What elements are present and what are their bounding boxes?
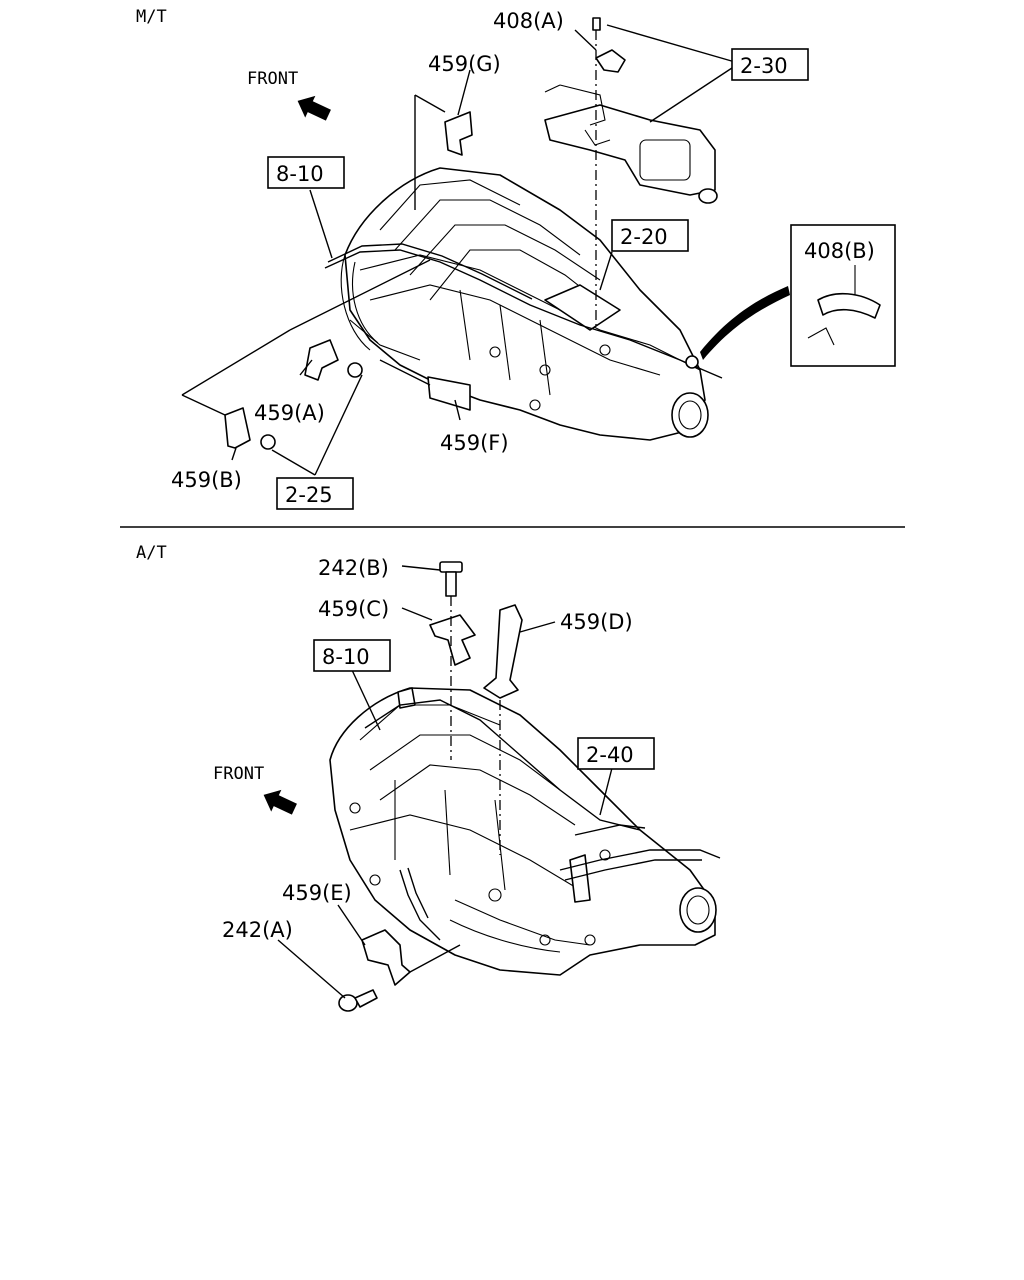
- callout-2-25: 2-25: [285, 483, 333, 507]
- inset-408b: [790, 224, 896, 367]
- callout-2-30: 2-30: [740, 54, 788, 78]
- callout-459a: 459(A): [254, 401, 325, 425]
- front-label-bottom: FRONT: [213, 764, 264, 784]
- automatic-transmission-body: [329, 687, 717, 976]
- callout-459c: 459(C): [318, 597, 389, 621]
- callout-408b: 408(B): [804, 239, 875, 263]
- callout-459g: 459(G): [428, 52, 501, 76]
- callout-459f: 459(F): [440, 431, 509, 455]
- bracket-459b: [224, 407, 251, 449]
- front-label-top: FRONT: [247, 69, 298, 89]
- inset-pointer-arrow: [700, 286, 790, 360]
- wiring-harness-bottom: [364, 699, 641, 831]
- bracket-459e: [361, 929, 411, 986]
- bracket-459d: [483, 604, 523, 699]
- callout-8-10-bottom: 8-10: [322, 645, 370, 669]
- front-arrow-bottom: [263, 789, 297, 815]
- manual-transmission-body: [340, 167, 709, 441]
- section-label-at: A/T: [136, 543, 167, 563]
- section-label-mt: M/T: [136, 7, 167, 27]
- bracket-459g: [444, 111, 473, 156]
- bracket-459f: [427, 376, 471, 411]
- bolt-242b: [439, 561, 463, 597]
- callout-408a: 408(A): [493, 9, 564, 33]
- front-arrow-top: [297, 95, 331, 121]
- shift-housing-assembly: [544, 84, 718, 204]
- callout-2-20: 2-20: [620, 225, 668, 249]
- callout-2-40: 2-40: [586, 743, 634, 767]
- callout-242a: 242(A): [222, 918, 293, 942]
- callout-8-10-top: 8-10: [276, 162, 324, 186]
- bolt-242a: [338, 989, 378, 1012]
- callout-459b: 459(B): [171, 468, 242, 492]
- clip-408a: [592, 17, 626, 73]
- callout-459d: 459(D): [560, 610, 633, 634]
- wiring-harness-top: [324, 249, 723, 379]
- callout-242b: 242(B): [318, 556, 389, 580]
- bracket-459a: [304, 339, 339, 381]
- callout-459e: 459(E): [282, 881, 352, 905]
- bracket-459c: [429, 614, 476, 666]
